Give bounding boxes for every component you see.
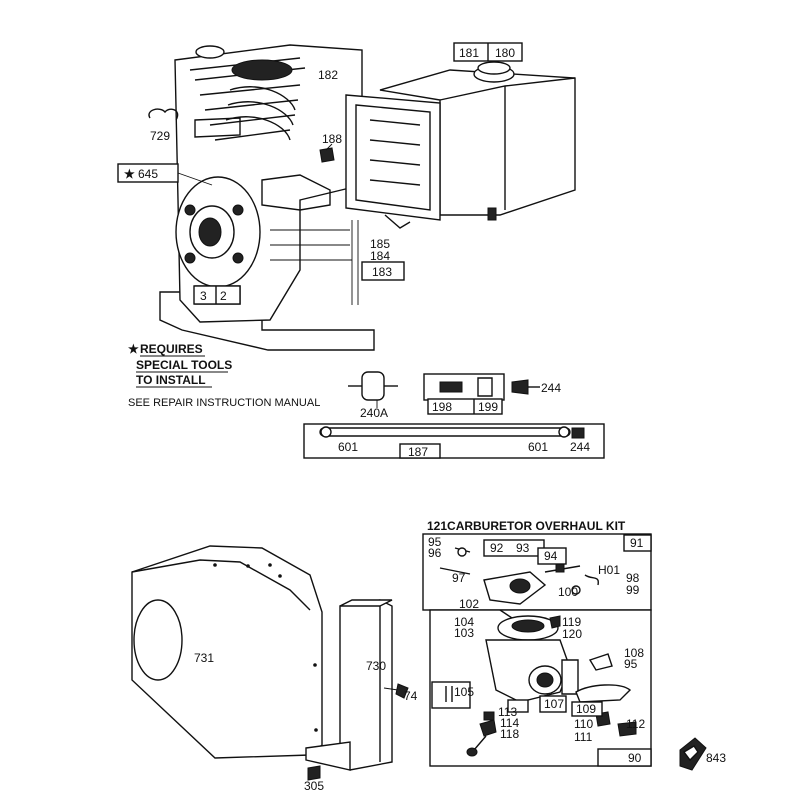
part-94: 94 — [544, 549, 558, 563]
part-729: 729 — [150, 129, 170, 143]
part-305: 305 — [304, 779, 324, 793]
note-requires-line1: REQUIRES — [140, 342, 203, 356]
part-102: 102 — [459, 597, 479, 611]
carburetor-drawing — [431, 547, 637, 757]
part-113: 113 — [498, 705, 517, 719]
part-111: 111 — [574, 730, 593, 744]
part-100: 100 — [558, 585, 578, 599]
part-74: 74 — [404, 689, 418, 703]
part-185: 185 — [370, 237, 390, 251]
sealant-843-drawing — [679, 737, 707, 771]
part-180: 180 — [495, 46, 515, 60]
carburetor-kit-title: 121CARBURETOR OVERHAUL KIT — [427, 519, 626, 533]
part-601-right: 601 — [528, 440, 548, 454]
label-box-183 — [361, 261, 405, 281]
note-star: ★ — [128, 342, 139, 356]
label-box-91 — [623, 534, 652, 552]
part-98: 98 — [626, 571, 640, 585]
label-box-645 — [117, 163, 179, 183]
part-91: 91 — [630, 536, 644, 550]
part-103: 103 — [454, 626, 474, 640]
part-105: 105 — [454, 685, 474, 699]
part-99: 99 — [626, 583, 640, 597]
part-843: 843 — [706, 751, 726, 765]
part-112: 112 — [626, 717, 645, 731]
note-see-manual: SEE REPAIR INSTRUCTION MANUAL — [128, 397, 320, 409]
fuel-line-drawing — [319, 426, 585, 439]
part-645: 645 — [138, 167, 158, 181]
bracket-730-drawing — [305, 599, 409, 781]
part-108: 108 — [624, 646, 644, 660]
note-requires-line3: TO INSTALL — [136, 373, 206, 387]
part-244-top: 244 — [541, 381, 561, 395]
part-188: 188 — [322, 132, 342, 146]
part-114: 114 — [500, 716, 519, 730]
part-182: 182 — [318, 68, 338, 82]
part-93: 93 — [516, 541, 530, 555]
part-199: 199 — [478, 400, 498, 414]
part-645-star: ★ — [124, 167, 135, 181]
note-requires-line2: SPECIAL TOOLS — [136, 358, 232, 372]
part-244-bottom: 244 — [570, 440, 590, 454]
part-119: 119 — [562, 615, 581, 629]
label-box-94 — [537, 547, 567, 565]
blower-housing-drawing — [131, 545, 323, 759]
label-box-187 — [399, 443, 441, 459]
part-92: 92 — [490, 541, 504, 555]
part-95-top: 95 — [428, 535, 442, 549]
label-box-90 — [597, 748, 652, 767]
part-601-left: 601 — [338, 440, 358, 454]
engine-block-drawing — [148, 44, 375, 351]
part-109: 109 — [576, 702, 596, 716]
fuel-filter-drawing — [348, 371, 540, 408]
part-104: 104 — [454, 615, 474, 629]
part-120: 120 — [562, 627, 582, 641]
part-183: 183 — [372, 265, 392, 279]
part-181: 181 — [459, 46, 479, 60]
part-118: 118 — [500, 727, 519, 741]
fuel-tank-drawing — [345, 61, 576, 229]
part-240a: 240A — [360, 406, 388, 420]
part-184: 184 — [370, 249, 390, 263]
part-90: 90 — [628, 751, 642, 765]
part-730: 730 — [366, 659, 386, 673]
part-731: 731 — [194, 651, 214, 665]
part-96: 96 — [428, 546, 442, 560]
part-2: 2 — [220, 289, 227, 303]
label-box-198-199 — [427, 398, 503, 415]
label-box-3-2 — [193, 285, 241, 305]
part-95-bottom: 95 — [624, 657, 638, 671]
part-3: 3 — [200, 289, 207, 303]
part-198: 198 — [432, 400, 452, 414]
part-101: H01 — [598, 563, 620, 577]
part-110: 110 — [574, 717, 593, 731]
label-box-109 — [571, 701, 603, 717]
part-107: 107 — [544, 697, 564, 711]
label-box-107 — [539, 695, 567, 713]
part-97: 97 — [452, 571, 466, 585]
part-187: 187 — [408, 445, 428, 459]
